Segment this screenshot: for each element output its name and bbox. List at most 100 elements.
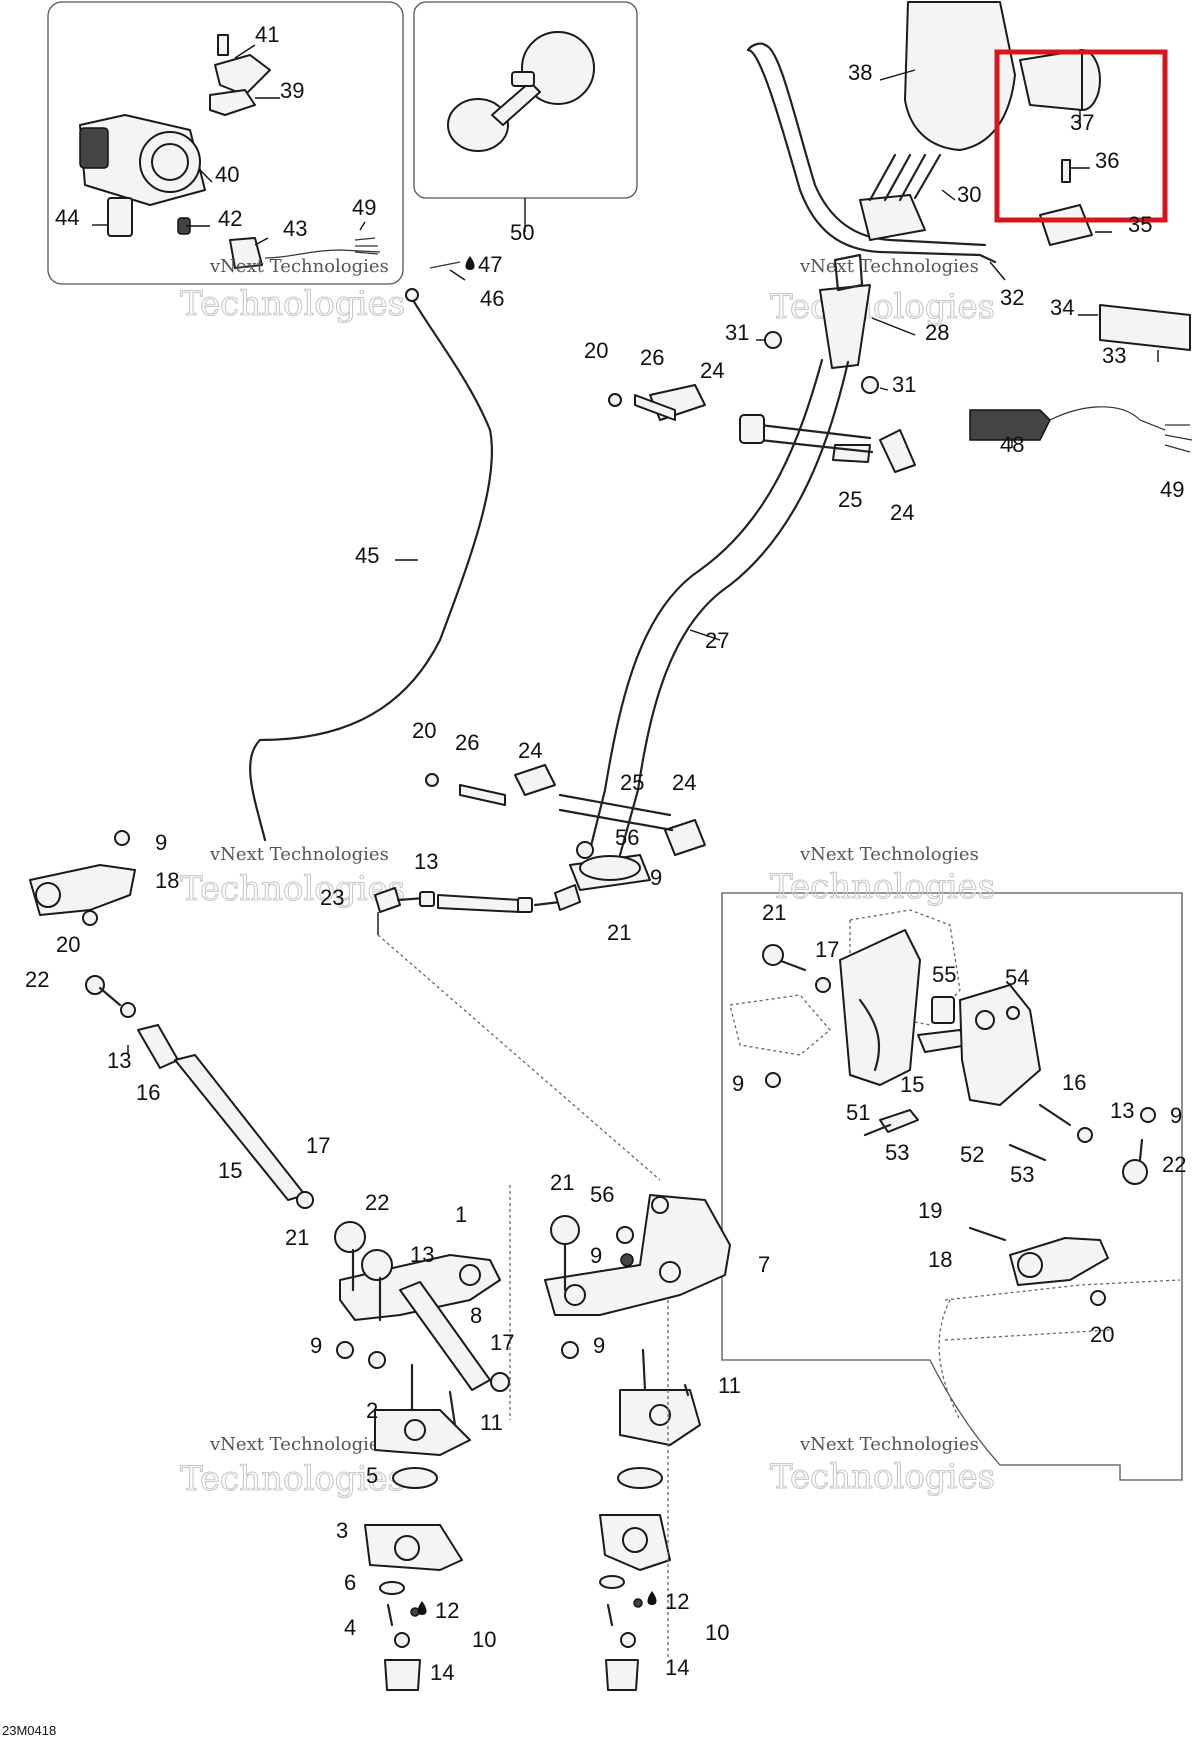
tie-rod-upper-group [374,884,661,1181]
callout-28: 28 [925,320,949,345]
watermark-text: Technologies [770,287,995,327]
callout-50: 50 [510,220,534,245]
callout-21: 21 [762,900,786,925]
callout-12: 12 [665,1589,689,1614]
callout-34: 34 [1050,295,1074,320]
callout-15: 15 [218,1158,242,1183]
callout-20: 20 [412,718,436,743]
callout-54: 54 [1005,965,1029,990]
callout-10: 10 [705,1620,729,1645]
callout-4: 4 [344,1615,356,1640]
callout-33: 33 [1102,343,1126,368]
callout-56: 56 [615,825,639,850]
callout-8: 8 [470,1303,482,1328]
callout-9: 9 [650,865,662,890]
callout-9: 9 [1170,1103,1182,1128]
watermark-text: vNext Technologies [209,256,389,277]
callout-13: 13 [414,849,438,874]
callout-11: 11 [480,1410,503,1435]
callout-27: 27 [705,628,729,653]
callout-22: 22 [365,1190,389,1215]
callout-16: 16 [1062,1070,1086,1095]
callout-22: 22 [25,967,49,992]
watermark-text: Technologies [180,1459,405,1499]
callout-23: 23 [320,885,344,910]
watermark-text: vNext Technologies [799,844,979,865]
callout-20: 20 [1090,1322,1114,1347]
callout-31: 31 [725,320,749,345]
callout-24: 24 [700,358,724,383]
column-bracket-group [729,909,1181,1421]
callout-49: 49 [1160,477,1184,502]
callout-49: 49 [352,195,376,220]
watermarks: vNext Technologies Technologies vNext Te… [179,256,995,1500]
callout-40: 40 [215,162,239,187]
callout-13: 13 [1110,1098,1134,1123]
watermark-text: Technologies [180,284,405,324]
callout-44: 44 [55,205,79,230]
callout-9: 9 [732,1071,744,1096]
callout-43: 43 [283,216,307,241]
callout-20: 20 [56,932,80,957]
callout-45: 45 [355,543,379,568]
callout-6: 6 [344,1570,356,1595]
callout-19: 19 [918,1198,942,1223]
callout-5: 5 [366,1463,378,1488]
cable-group [249,261,494,842]
callout-18: 18 [155,868,179,893]
callout-32: 32 [1000,285,1024,310]
highlight-box [994,49,1168,223]
grease-drop-icon [417,1601,427,1615]
watermark-text: Technologies [770,867,995,907]
watermark-text: vNext Technologies [799,1434,979,1455]
callout-51: 51 [846,1100,870,1125]
watermark-text: vNext Technologies [209,1434,389,1455]
watermark-text: vNext Technologies [209,844,389,865]
watermark-text: Technologies [180,869,405,909]
tie-rod-left-group [29,830,314,1209]
callout-55: 55 [932,962,956,987]
callout-25: 25 [620,770,644,795]
diagram-code: 23M0418 [2,1723,56,1738]
callout-56: 56 [590,1182,614,1207]
callout-24: 24 [890,500,914,525]
callout-9: 9 [593,1333,605,1358]
callout-12: 12 [435,1598,459,1623]
callout-21: 21 [550,1170,574,1195]
callout-31: 31 [892,372,916,397]
callout-21: 21 [607,920,631,945]
horn-group [447,31,595,232]
grease-drop-icon [647,1591,657,1605]
watermark-text: vNext Technologies [799,256,979,277]
inset-box-switch [47,1,404,285]
callout-2: 2 [366,1398,378,1423]
callout-17: 17 [815,937,839,962]
steering-arm-left-group [334,1185,511,1691]
callout-15: 15 [900,1072,924,1097]
callout-46: 46 [480,286,504,311]
handlebar-group [746,1,1193,453]
switch-housing-group [79,34,381,269]
callout-1: 1 [455,1202,467,1227]
callout-24: 24 [518,738,542,763]
callout-3: 3 [336,1518,348,1543]
callout-48: 48 [1000,432,1024,457]
callout-22: 22 [1162,1152,1186,1177]
grease-drop-icon [465,256,475,270]
callout-39: 39 [280,78,304,103]
callout-17: 17 [306,1133,330,1158]
callout-47: 47 [478,252,502,277]
callout-36: 36 [1095,148,1119,173]
callout-17: 17 [490,1330,514,1355]
callout-9: 9 [310,1333,322,1358]
callout-38: 38 [848,60,872,85]
callout-26: 26 [455,730,479,755]
callout-35: 35 [1128,212,1152,237]
callout-30: 30 [957,182,981,207]
callout-52: 52 [960,1142,984,1167]
callout-42: 42 [218,206,242,231]
callout-11: 11 [718,1373,741,1398]
callout-20: 20 [584,338,608,363]
